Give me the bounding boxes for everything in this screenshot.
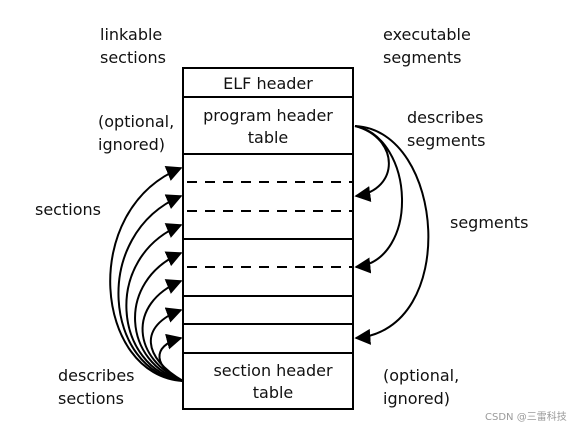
optional-left-line1: (optional,	[98, 112, 174, 131]
segment-arrow-1	[354, 125, 390, 202]
describes-segments-line2: segments	[407, 131, 486, 150]
section-arrow-1	[109, 166, 184, 382]
executable-label-line2: segments	[383, 48, 462, 67]
section-header-label-line2: table	[253, 383, 294, 402]
elf-header-label: ELF header	[223, 74, 313, 93]
segment-arrow-3	[354, 125, 430, 345]
executable-label-line1: executable	[383, 25, 471, 44]
program-header-label-line1: program header	[203, 106, 333, 125]
section-arrow-4	[134, 251, 184, 382]
optional-right-line2: ignored)	[383, 389, 450, 408]
linkable-label-line1: linkable	[100, 25, 162, 44]
section-arrow-3	[125, 223, 184, 382]
segment-arrow-2	[354, 125, 403, 274]
section-arrow-6	[149, 307, 184, 382]
section-header-label-line1: section header	[213, 361, 333, 380]
describes-segments-line1: describes	[407, 108, 484, 127]
section-arrow-2	[117, 194, 184, 382]
sections-label: sections	[35, 200, 101, 219]
program-header-label-line2: table	[248, 128, 289, 147]
optional-right-line1: (optional,	[383, 366, 459, 385]
segments-label: segments	[450, 213, 529, 232]
linkable-label-line2: sections	[100, 48, 166, 67]
describes-sections-line2: sections	[58, 389, 124, 408]
describes-sections-line1: describes	[58, 366, 135, 385]
section-arrow-7	[158, 333, 184, 382]
watermark: CSDN @三雷科技	[485, 410, 567, 423]
optional-left-line2: ignored)	[98, 135, 165, 154]
